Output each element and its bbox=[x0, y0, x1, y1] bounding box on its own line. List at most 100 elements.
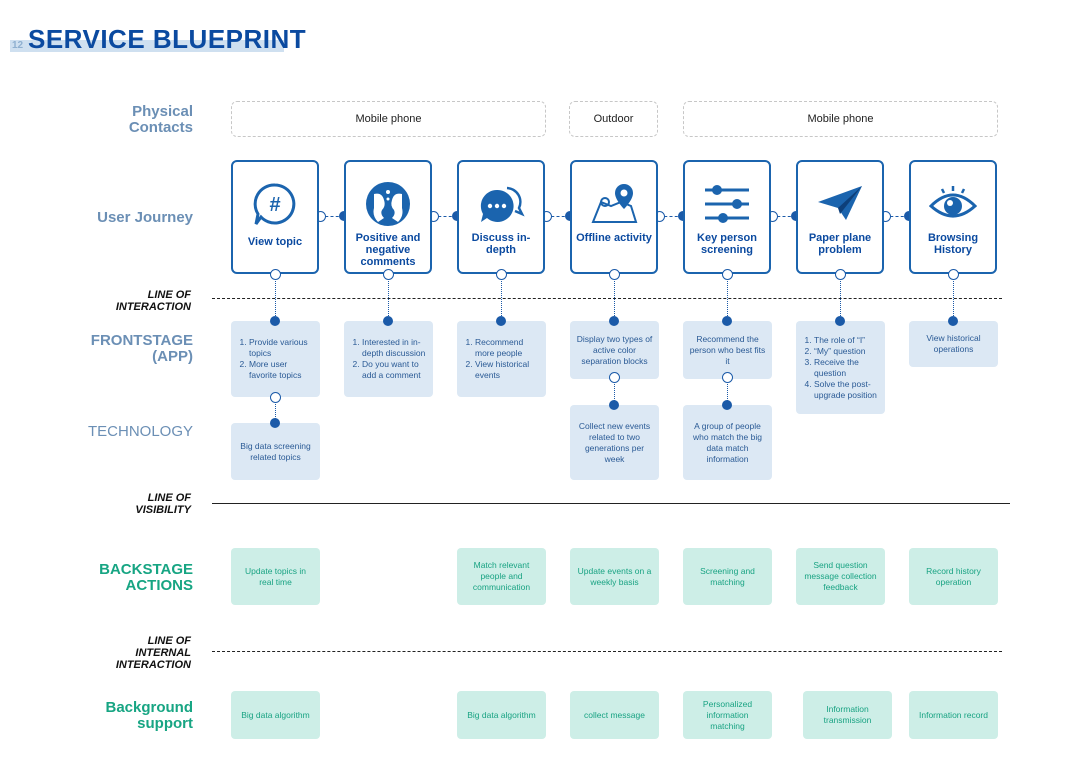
paper-plane-icon bbox=[818, 186, 862, 220]
frontstage-box-4: Display two types of active color separa… bbox=[570, 321, 659, 379]
map-pin-icon bbox=[591, 184, 638, 223]
journey-card-paper-plane: Paper plane problem bbox=[796, 160, 884, 274]
row-label-background-support: Background support bbox=[105, 699, 193, 732]
vertical-connector bbox=[614, 276, 615, 320]
journey-label: Key person screening bbox=[697, 232, 757, 256]
row-label-user-journey: User Journey bbox=[97, 209, 193, 226]
journey-connector bbox=[772, 216, 796, 217]
frontstage-box-7: View historical operations bbox=[909, 321, 998, 367]
journey-connector bbox=[320, 216, 344, 217]
physical-contact-mobile-phone-1: Mobile phone bbox=[231, 101, 546, 137]
connector-open-dot bbox=[496, 269, 507, 280]
page-number: 12 bbox=[12, 40, 24, 51]
frontstage-box-1: Provide various topicsMore user favorite… bbox=[231, 321, 320, 397]
connector-dot bbox=[383, 316, 393, 326]
vertical-connector bbox=[727, 276, 728, 320]
journey-card-comments: Positive and negative comments bbox=[344, 160, 432, 274]
connector-dot bbox=[270, 316, 280, 326]
support-box-7: Information record bbox=[909, 691, 998, 739]
journey-label: Discuss in-depth bbox=[471, 232, 531, 256]
vertical-connector bbox=[275, 276, 276, 320]
journey-card-offline: Offline activity bbox=[570, 160, 658, 274]
row-label-backstage: BACKSTAGE ACTIONS bbox=[99, 561, 193, 594]
list-item: Do you want to add a comment bbox=[362, 359, 429, 381]
connector-dot bbox=[835, 316, 845, 326]
backstage-box-3: Match relevant people and communication bbox=[457, 548, 546, 605]
connector-dot bbox=[948, 316, 958, 326]
backstage-box-6: Send question message collection feedbac… bbox=[796, 548, 885, 605]
journey-label: View topic bbox=[247, 236, 303, 248]
journey-connector bbox=[885, 216, 909, 217]
technology-box-1: Big data screening related topics bbox=[231, 423, 320, 480]
journey-connector bbox=[659, 216, 683, 217]
list-item: Interested in in-depth discussion bbox=[362, 337, 429, 359]
list-item: Solve the post-upgrade position bbox=[814, 379, 881, 401]
frontstage-box-2: Interested in in-depth discussionDo you … bbox=[344, 321, 433, 397]
support-box-4: collect message bbox=[570, 691, 659, 739]
connector-dot bbox=[609, 316, 619, 326]
connector-dot bbox=[722, 400, 732, 410]
connector-dot bbox=[496, 316, 506, 326]
backstage-box-5: Screening and matching bbox=[683, 548, 772, 605]
connector-open-dot bbox=[835, 269, 846, 280]
journey-label: Paper plane problem bbox=[808, 232, 872, 256]
vertical-connector bbox=[727, 379, 728, 405]
physical-contact-outdoor: Outdoor bbox=[569, 101, 658, 137]
vertical-connector bbox=[840, 276, 841, 320]
connector-dot bbox=[270, 418, 280, 428]
connector-open-dot bbox=[948, 269, 959, 280]
frontstage-box-6: The role of “I”“My” questionReceive the … bbox=[796, 321, 885, 414]
list-item: Recommend more people bbox=[475, 337, 542, 359]
list-item: More user favorite topics bbox=[249, 359, 316, 381]
journey-label: Positive and negative comments bbox=[355, 232, 421, 268]
line-of-interaction bbox=[212, 298, 1002, 299]
list-item: Receive the question bbox=[814, 357, 881, 379]
line-of-internal-interaction-label: LINE OF INTERNAL INTERACTION bbox=[115, 635, 191, 671]
journey-card-discuss: Discuss in-depth bbox=[457, 160, 545, 274]
list-item: “My” question bbox=[814, 346, 881, 357]
connector-open-dot bbox=[609, 269, 620, 280]
support-box-1: Big data algorithm bbox=[231, 691, 320, 739]
frontstage-box-3: Recommend more peopleView historical eve… bbox=[457, 321, 546, 397]
faces-talking-icon bbox=[366, 182, 410, 226]
journey-label: Offline activity bbox=[576, 232, 652, 244]
connector-open-dot bbox=[270, 269, 281, 280]
connector-open-dot bbox=[270, 392, 281, 403]
journey-card-view-topic: # View topic bbox=[231, 160, 319, 274]
vertical-connector bbox=[501, 276, 502, 320]
backstage-box-7: Record history operation bbox=[909, 548, 998, 605]
connector-open-dot bbox=[609, 372, 620, 383]
line-of-visibility-label: LINE OF VISIBILITY bbox=[135, 492, 191, 516]
eye-icon bbox=[929, 186, 977, 218]
list-item: The role of “I” bbox=[814, 335, 881, 346]
connector-dot bbox=[609, 400, 619, 410]
line-of-interaction-label: LINE OF INTERACTION bbox=[115, 289, 191, 313]
connector-open-dot bbox=[383, 269, 394, 280]
physical-contact-mobile-phone-2: Mobile phone bbox=[683, 101, 998, 137]
technology-box-4: Collect new events related to two genera… bbox=[570, 405, 659, 480]
hashtag-bubble-icon: # bbox=[253, 183, 296, 225]
line-of-visibility bbox=[212, 503, 1010, 504]
journey-label: Browsing History bbox=[927, 232, 979, 256]
journey-card-browsing: Browsing History bbox=[909, 160, 997, 274]
journey-connector bbox=[433, 216, 457, 217]
vertical-connector bbox=[275, 397, 276, 423]
journey-card-key-person: Key person screening bbox=[683, 160, 771, 274]
support-box-3: Big data algorithm bbox=[457, 691, 546, 739]
title-underline bbox=[10, 40, 284, 52]
support-box-5: Personalized information matching bbox=[683, 691, 772, 739]
svg-text:#: # bbox=[269, 194, 280, 216]
row-label-frontstage: FRONTSTAGE (APP) bbox=[90, 332, 193, 365]
technology-box-5: A group of people who match the big data… bbox=[683, 405, 772, 480]
connector-dot bbox=[722, 316, 732, 326]
sliders-icon bbox=[705, 185, 749, 223]
list-item: View historical events bbox=[475, 359, 542, 381]
journey-connector bbox=[546, 216, 570, 217]
connector-open-dot bbox=[722, 372, 733, 383]
backstage-box-1: Update topics in real time bbox=[231, 548, 320, 605]
vertical-connector bbox=[614, 379, 615, 405]
line-of-internal-interaction bbox=[212, 651, 1002, 652]
vertical-connector bbox=[388, 276, 389, 320]
frontstage-box-5: Recommend the person who best fits it bbox=[683, 321, 772, 379]
row-label-technology: TECHNOLOGY bbox=[87, 423, 193, 440]
